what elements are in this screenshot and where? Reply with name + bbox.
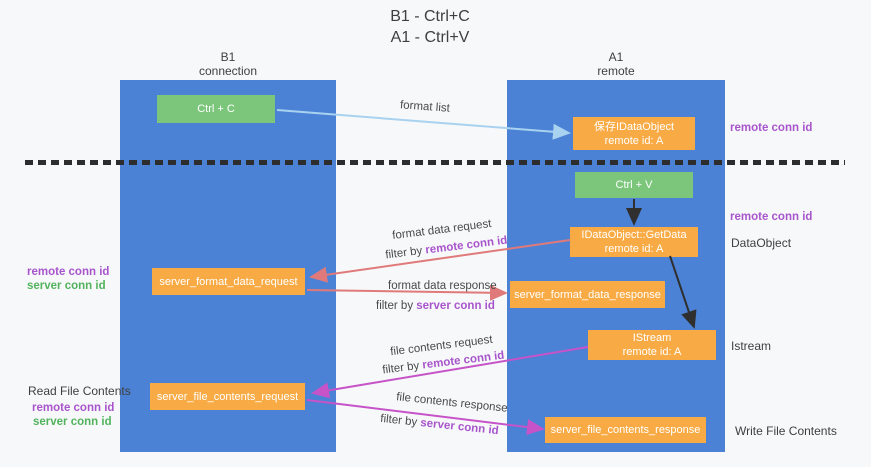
server-format-data-response-label: server_format_data_response xyxy=(514,288,661,301)
save-idataobject-line2: remote id: A xyxy=(604,134,664,147)
diagram-title: B1 - Ctrl+C A1 - Ctrl+V xyxy=(0,6,860,48)
filter-server-2: filter by server conn id xyxy=(380,413,499,437)
server-conn-id-text-1: server conn id xyxy=(416,300,495,312)
save-idataobject-line1: 保存IDataObject xyxy=(593,120,675,133)
remote-conn-id-mid-right: remote conn id xyxy=(730,211,813,223)
server-file-contents-request-label: server_file_contents_request xyxy=(156,390,299,403)
title-line-1: B1 - Ctrl+C xyxy=(390,8,470,25)
read-file-contents-label: Read File Contents xyxy=(28,384,131,398)
istream-side-label: Istream xyxy=(731,339,772,353)
node-server-format-data-response: server_format_data_response xyxy=(510,281,665,308)
server-format-data-request-label: server_format_data_request xyxy=(159,275,298,288)
format-list-label: format list xyxy=(399,99,451,115)
write-file-contents-label: Write File Contents xyxy=(735,424,837,438)
remote-conn-id-left-2: remote conn id xyxy=(32,402,115,414)
server-conn-id-left-2: server conn id xyxy=(33,416,112,428)
node-server-file-contents-request: server_file_contents_request xyxy=(150,383,305,410)
format-data-response-label: format data response xyxy=(388,280,497,292)
ctrl-v-label: Ctrl + V xyxy=(615,179,653,191)
filter-by-text-4: filter by xyxy=(379,412,421,429)
remote-conn-id-top-right: remote conn id xyxy=(730,122,813,134)
filter-by-text-2: filter by xyxy=(376,300,417,312)
node-ctrl-c: Ctrl + C xyxy=(157,95,275,123)
istream-line1: IStream xyxy=(632,332,672,344)
node-server-format-data-request: server_format_data_request xyxy=(152,268,305,295)
filter-by-text-1: filter by xyxy=(384,244,427,262)
filter-server-1: filter by server conn id xyxy=(376,300,495,312)
getdata-line2: remote id: A xyxy=(604,243,664,255)
node-idataobject-getdata: IDataObject::GetData remote id: A xyxy=(570,227,698,257)
server-conn-id-left-1: server conn id xyxy=(27,280,106,292)
title-line-2: A1 - Ctrl+V xyxy=(390,29,470,46)
b1-name: B1 xyxy=(220,50,236,64)
file-contents-response-label: file contents response xyxy=(395,391,509,415)
filter-by-text-3: filter by xyxy=(381,359,424,377)
remote-conn-id-text-1: remote conn id xyxy=(424,234,508,257)
column-header-b1: B1 connection xyxy=(120,50,336,78)
node-istream: IStream remote id: A xyxy=(588,330,716,360)
column-header-a1: A1 remote xyxy=(507,50,725,78)
node-save-idataobject: 保存IDataObject remote id: A xyxy=(573,117,695,150)
a1-subtitle: remote xyxy=(597,64,635,78)
getdata-line1: IDataObject::GetData xyxy=(581,229,687,241)
a1-name: A1 xyxy=(608,50,624,64)
b1-subtitle: connection xyxy=(198,64,258,78)
dashed-separator-line xyxy=(25,160,845,165)
server-conn-id-text-2: server conn id xyxy=(419,417,500,438)
server-file-contents-response-label: server_file_contents_response xyxy=(550,424,701,436)
remote-conn-id-left-1: remote conn id xyxy=(27,266,110,278)
istream-line2: remote id: A xyxy=(622,346,682,358)
node-ctrl-v: Ctrl + V xyxy=(575,172,693,198)
node-server-file-contents-response: server_file_contents_response xyxy=(545,417,706,443)
dataobject-label: DataObject xyxy=(731,236,792,250)
ctrl-c-label: Ctrl + C xyxy=(197,103,235,115)
